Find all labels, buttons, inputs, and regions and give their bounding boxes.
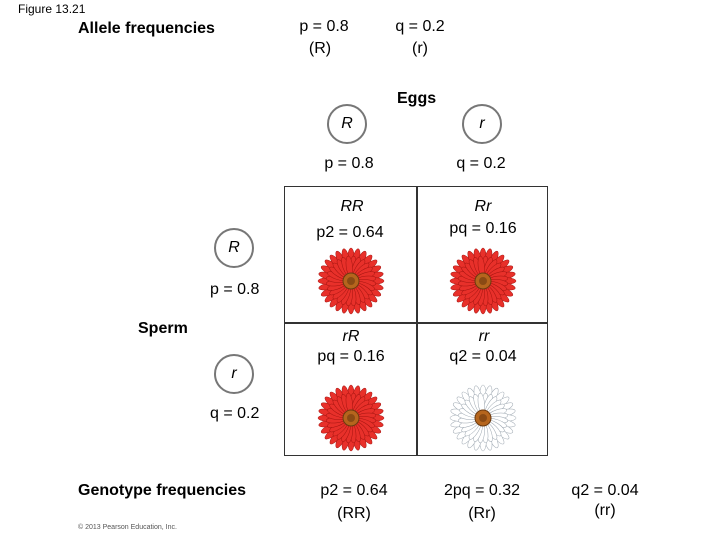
allele-frequencies-heading: Allele frequencies	[78, 20, 215, 37]
copyright-credit: © 2013 Pearson Education, Inc.	[78, 524, 177, 531]
cell-rR-genotype: rR	[342, 328, 360, 345]
flower-rr	[449, 384, 517, 452]
sperm-r-symbol: r	[231, 365, 237, 382]
grid-divider-horizontal	[285, 322, 547, 324]
egg-r-symbol: r	[479, 115, 485, 132]
p-allele-frequency: p = 0.8	[299, 18, 349, 35]
cell-Rr-frequency: pq = 0.16	[449, 220, 517, 237]
egg-R-symbol: R	[341, 115, 353, 132]
sperm-r-circle: r	[214, 354, 254, 394]
egg-R-frequency: p = 0.8	[324, 155, 374, 172]
p-allele-symbol: (R)	[308, 40, 332, 57]
egg-r-frequency: q = 0.2	[456, 155, 506, 172]
genotype-rr-label: (rr)	[594, 502, 616, 519]
genotype-RR-frequency: p2 = 0.64	[320, 482, 388, 499]
genotype-RR-label: (RR)	[337, 505, 371, 522]
flower-rR	[317, 384, 385, 452]
cell-RR-genotype: RR	[340, 198, 364, 215]
genotype-frequencies-heading: Genotype frequencies	[78, 482, 247, 499]
eggs-label: Eggs	[397, 90, 437, 107]
egg-R-circle: R	[327, 104, 367, 144]
genotype-Rr-frequency: 2pq = 0.32	[443, 482, 521, 499]
punnett-square	[284, 186, 548, 456]
sperm-r-frequency: q = 0.2	[210, 405, 260, 422]
genotype-rr-frequency: q2 = 0.04	[571, 482, 639, 499]
sperm-R-symbol: R	[228, 239, 240, 256]
sperm-R-frequency: p = 0.8	[210, 281, 260, 298]
q-allele-frequency: q = 0.2	[395, 18, 445, 35]
cell-rR-frequency: pq = 0.16	[317, 348, 385, 365]
q-allele-symbol: (r)	[412, 40, 428, 57]
cell-rr-frequency: q2 = 0.04	[449, 348, 517, 365]
cell-rr-genotype: rr	[478, 328, 490, 345]
cell-Rr-genotype: Rr	[474, 198, 492, 215]
sperm-label: Sperm	[138, 320, 188, 337]
genotype-Rr-label: (Rr)	[468, 505, 496, 522]
grid-divider-vertical	[416, 187, 418, 455]
cell-RR-frequency: p2 = 0.64	[316, 224, 384, 241]
sperm-R-circle: R	[214, 228, 254, 268]
flower-RR	[317, 247, 385, 315]
flower-Rr	[449, 247, 517, 315]
figure-label: Figure 13.21	[18, 2, 86, 16]
egg-r-circle: r	[462, 104, 502, 144]
